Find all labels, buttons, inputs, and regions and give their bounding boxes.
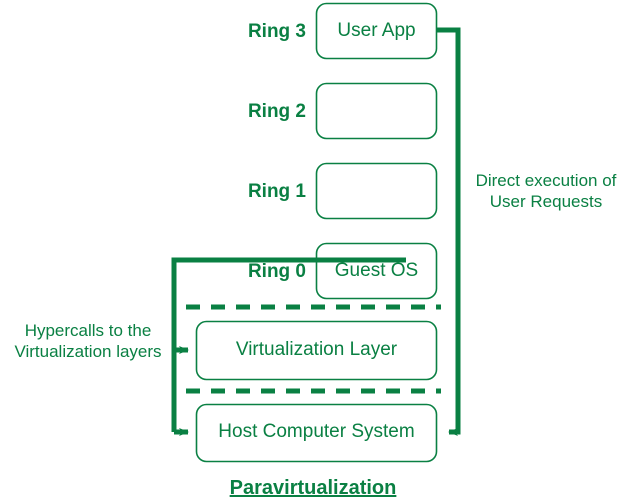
host-computer-system-box <box>195 403 438 463</box>
ring-label-1: Ring 1 <box>247 181 306 202</box>
diagram-caption: Paravirtualization <box>229 477 397 499</box>
direct-execution-connector <box>437 27 461 436</box>
direct-execution-annotation-line1: Direct execution of <box>475 171 617 190</box>
ring-box-3 <box>315 2 438 60</box>
ring-label-3: Ring 3 <box>247 21 306 42</box>
virtualization-layer-box <box>195 320 438 381</box>
hypercalls-annotation-line1: Hypercalls to the <box>24 321 152 340</box>
host-computer-system-label: Host Computer System <box>218 421 415 442</box>
direct-execution-annotation-line2: User Requests <box>489 192 603 212</box>
ring-box-label-0: Guest OS <box>334 260 419 281</box>
ring-box-0 <box>315 242 438 300</box>
ring-box-2 <box>315 82 438 140</box>
direct-execution-annotation: Direct execution of User Requests <box>466 170 626 213</box>
hypercalls-trunk <box>171 257 406 432</box>
hypercalls-annotation: Hypercalls to the Virtualization layers <box>8 320 168 363</box>
ring-label-2: Ring 2 <box>247 101 306 122</box>
ring-label-0: Ring 0 <box>247 261 306 282</box>
hypercalls-annotation-line2: Virtualization layers <box>14 342 162 362</box>
ring-box-label-3: User App <box>337 20 416 41</box>
virtualization-layer-label: Virtualization Layer <box>235 339 398 360</box>
ring-box-1 <box>315 162 438 220</box>
